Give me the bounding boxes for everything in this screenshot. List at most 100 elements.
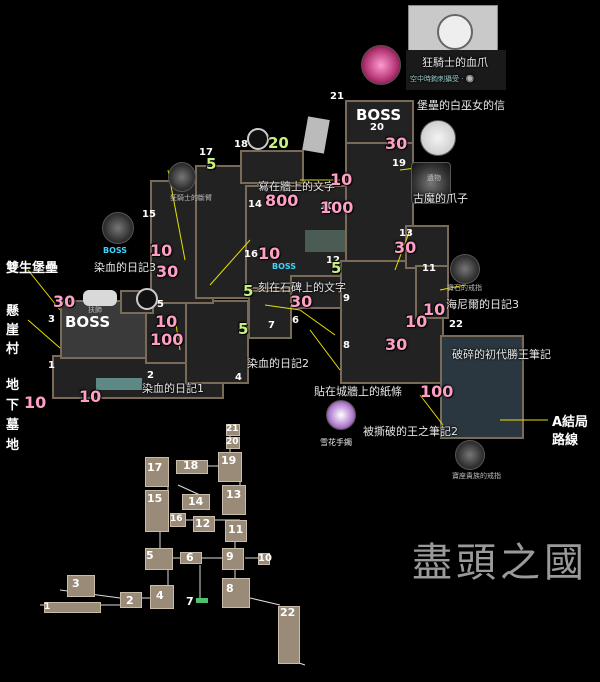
value-marker: 30	[385, 134, 408, 153]
room-number-12: 12	[326, 255, 340, 266]
value-marker: 5	[238, 320, 249, 338]
room-number-9: 9	[343, 293, 350, 304]
value-marker: 20	[268, 134, 289, 152]
minimap-room-11	[225, 520, 247, 542]
room-number-22: 22	[449, 319, 463, 330]
map-title: 盡頭之國	[412, 540, 588, 586]
minimap-number-6: 6	[186, 551, 194, 564]
room-number-14: 14	[248, 199, 262, 210]
minimap-room-12	[193, 516, 215, 532]
boss-small-mid: BOSS	[272, 262, 297, 271]
minimap-room-2	[120, 592, 142, 608]
value-marker: 10	[423, 300, 446, 319]
caption-ring-right: 寶石的戒指	[447, 284, 482, 292]
caption-clip: 扶飾	[88, 306, 102, 314]
ring-bottom-icon[interactable]	[455, 440, 485, 470]
minimap-room-14	[182, 494, 210, 510]
value-marker: 10	[150, 241, 173, 260]
minimap-number-10: 10	[258, 553, 272, 564]
minimap-room-17	[145, 457, 169, 487]
room-number-3: 3	[48, 314, 55, 325]
minimap-number-2: 2	[126, 594, 134, 607]
value-marker: 5	[243, 282, 254, 300]
minimap-room-18	[176, 460, 208, 474]
minimap-room-8	[222, 578, 250, 608]
minimap-number-18: 18	[183, 459, 199, 472]
value-marker: 10	[258, 244, 281, 263]
ring-hollow-icon[interactable]	[247, 128, 269, 150]
ring-hollow-icon[interactable]	[136, 288, 158, 310]
minimap-room-16	[170, 513, 186, 527]
label-diary2: 染血的日記2	[247, 357, 309, 370]
lotus-icon[interactable]	[361, 45, 401, 85]
ghost-lady-icon[interactable]	[420, 120, 456, 156]
boss-small-left: BOSS	[103, 246, 128, 255]
item-subtext: 空中時鉤刺攝受 · 🔘	[410, 75, 475, 83]
boss-skull-icon[interactable]	[102, 212, 134, 244]
label-stone-text: 刻在石碑上的文字	[258, 281, 346, 294]
label-tower-note: 貼在城牆上的紙條	[314, 385, 402, 398]
minimap-room-4	[150, 585, 174, 609]
room-number-6: 6	[292, 315, 299, 326]
minimap-room-21	[226, 424, 240, 436]
room-number-17: 17	[199, 147, 213, 158]
side-underground: 地下墓地	[6, 378, 20, 453]
minimap-number-20: 20	[226, 437, 239, 447]
room-number-16: 16	[244, 249, 258, 260]
minimap-room-1	[44, 602, 101, 613]
label-broken-pen2: 被撕破的王之筆記2	[363, 425, 458, 438]
label-wall-text: 寫在牆上的文字	[258, 180, 335, 193]
minimap-room-19	[218, 452, 242, 482]
minimap-room-3	[67, 575, 95, 597]
label-broken-pen1: 破碎的初代勝王筆記	[452, 348, 551, 361]
minimap-number-19: 19	[221, 454, 237, 467]
ancient-claw-icon[interactable]	[411, 162, 451, 204]
ring-icon[interactable]	[450, 254, 480, 284]
label-letter-lady: 堡壘的白巫女的信	[417, 99, 505, 112]
minimap-room-9	[222, 548, 244, 570]
side-ending: A結局路線	[552, 415, 589, 448]
room-number-7: 7	[268, 320, 275, 331]
minimap-room-20	[226, 437, 240, 449]
minimap-number-4: 4	[156, 589, 164, 602]
room-22	[440, 335, 524, 439]
label-bracelet: 雪花手鐲	[320, 438, 352, 447]
value-marker: 5	[331, 259, 342, 277]
value-marker: 30	[156, 262, 179, 281]
value-marker: 10	[405, 312, 428, 331]
room-number-15: 15	[142, 209, 156, 220]
minimap-number-9: 9	[226, 550, 234, 563]
room-number-10: 10	[320, 201, 334, 212]
label-diary3: 染血的日記3	[94, 261, 156, 274]
bracelet-icon[interactable]	[326, 400, 356, 430]
value-marker: 5	[206, 155, 217, 173]
minimap-room-7-marker	[196, 598, 208, 603]
minimap-number-21: 21	[226, 424, 239, 434]
caption-ring-bottom: 寶座貴族的戒指	[452, 472, 501, 480]
side-cliff-village: 懸崖村	[6, 304, 20, 357]
room-6	[290, 275, 349, 309]
pendant-icon[interactable]	[168, 162, 196, 192]
minimap-number-14: 14	[188, 495, 204, 508]
value-marker: 800	[265, 191, 299, 210]
value-marker: 30	[385, 335, 408, 354]
caption-cut-arm: 狂騎士的斷臂	[170, 194, 212, 202]
label-diary1: 染血的日記1	[142, 382, 204, 395]
room-number-2: 2	[147, 370, 154, 381]
room-number-21: 21	[330, 91, 344, 102]
clip-icon[interactable]	[83, 290, 117, 306]
value-marker: 10	[24, 393, 47, 412]
water-pool	[305, 230, 345, 252]
minimap-number-17: 17	[147, 461, 163, 474]
minimap-number-22: 22	[280, 606, 296, 619]
minimap-number-3: 3	[72, 577, 80, 590]
minimap-number-7: 7	[186, 595, 194, 608]
room-number-13: 13	[399, 228, 413, 239]
boss-label-top: BOSS	[356, 106, 402, 124]
minimap-number-16: 16	[170, 514, 183, 524]
room-number-18: 18	[234, 139, 248, 150]
minimap-number-8: 8	[226, 582, 234, 595]
room-18	[240, 150, 304, 184]
claw-icon	[437, 14, 473, 50]
